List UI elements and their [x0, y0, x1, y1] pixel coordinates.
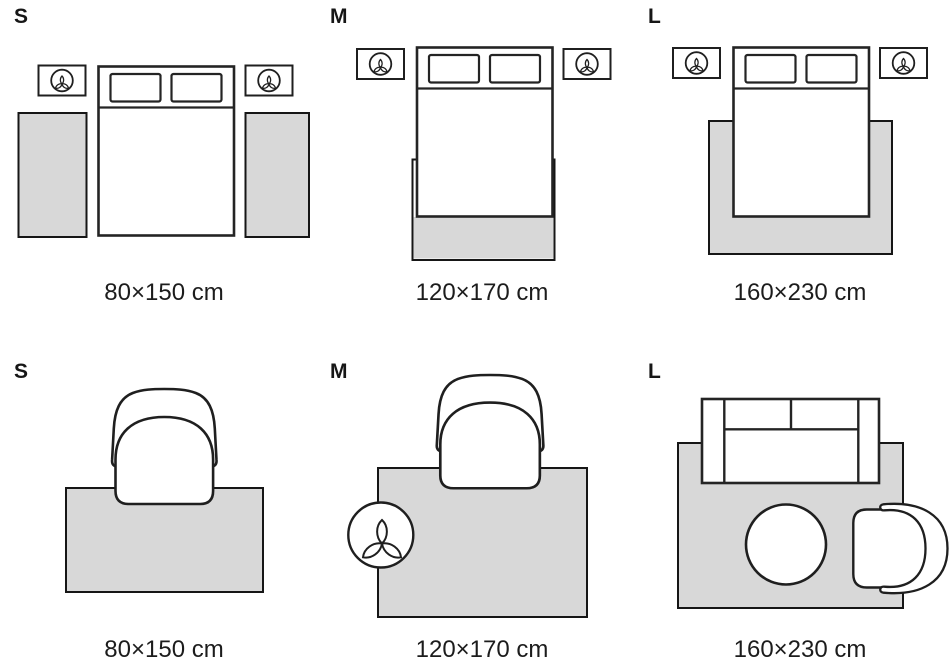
- panel-caption-bedroom-l: 160×230 cm: [733, 279, 867, 306]
- nightstand-left: [672, 47, 721, 79]
- bed: [732, 46, 871, 218]
- coffee-table: [744, 503, 828, 586]
- living-s-diagram: [65, 387, 264, 593]
- side-chair: [852, 502, 949, 595]
- living-l-diagram: [677, 397, 949, 609]
- panel-caption-bedroom-m: 120×170 cm: [415, 279, 549, 306]
- side-chair-back: [879, 502, 949, 595]
- nightstand-right: [562, 48, 612, 80]
- nightstand-right: [879, 47, 928, 79]
- panel-label-bedroom-m: M: [330, 5, 348, 28]
- nightstand-left: [356, 48, 405, 80]
- panel-caption-living-s: 80×150 cm: [104, 636, 224, 663]
- bedroom-m-diagram: [356, 46, 612, 261]
- rug-right: [244, 112, 310, 238]
- panel-label-bedroom-s: S: [14, 5, 29, 28]
- nightstand-right: [244, 64, 294, 97]
- panel-label-living-m: M: [330, 360, 348, 383]
- panel-label-bedroom-l: L: [648, 5, 661, 28]
- bedroom-l-diagram: [672, 46, 928, 255]
- rug-left: [17, 112, 88, 238]
- bed: [415, 46, 554, 218]
- armchair: [110, 387, 218, 506]
- panel-label-living-l: L: [648, 360, 661, 383]
- panel-label-living-s: S: [14, 360, 29, 383]
- bed: [97, 65, 236, 237]
- sofa: [700, 397, 881, 485]
- bedroom-s-diagram: [17, 64, 310, 238]
- armchair: [435, 373, 545, 490]
- panel-caption-bedroom-s: 80×150 cm: [104, 279, 224, 306]
- living-m-diagram: [347, 373, 588, 618]
- plant: [347, 501, 415, 569]
- panel-caption-living-m: 120×170 cm: [415, 636, 549, 663]
- nightstand-left: [37, 64, 87, 97]
- panel-caption-living-l: 160×230 cm: [733, 636, 867, 663]
- plant-leaves-icon: [361, 518, 403, 559]
- rug-visible-area: [413, 217, 554, 259]
